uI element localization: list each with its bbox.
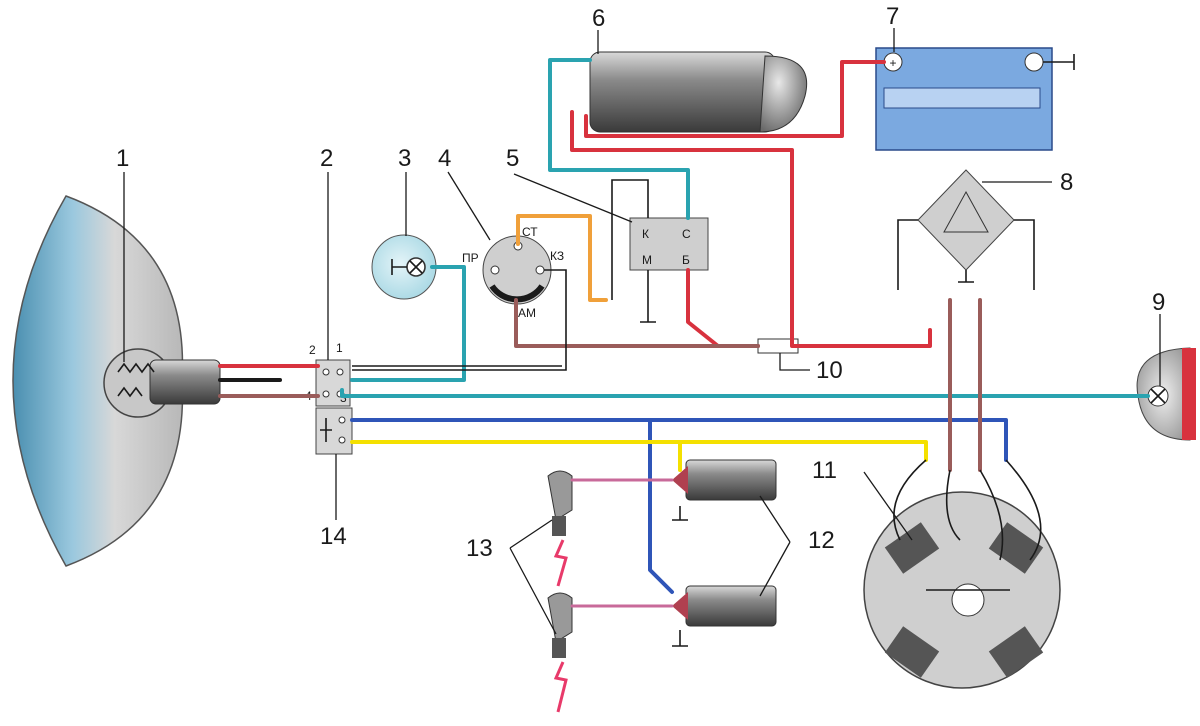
spark-plug-upper bbox=[547, 470, 573, 587]
callout-8: 8 bbox=[1060, 169, 1073, 196]
relay-terminal-b: Б bbox=[682, 253, 690, 267]
callout-14: 14 bbox=[320, 523, 347, 550]
ignition-coil-lower bbox=[672, 585, 777, 627]
callout-9: 9 bbox=[1152, 289, 1165, 316]
spark-plug-lower bbox=[547, 592, 573, 713]
rectifier bbox=[897, 169, 1035, 290]
relay-terminal-c: С bbox=[682, 227, 691, 241]
relay-terminal-m: М bbox=[642, 253, 652, 267]
ammeter-terminal-kz: КЗ bbox=[550, 249, 564, 263]
battery: + bbox=[875, 47, 1075, 151]
ignition-coil-upper bbox=[672, 459, 777, 501]
indicator-lamp bbox=[371, 234, 437, 300]
callout-2: 2 bbox=[320, 145, 333, 172]
callout-3: 3 bbox=[398, 145, 411, 172]
battery-minus-terminal bbox=[1024, 52, 1044, 72]
stator bbox=[863, 491, 1061, 689]
callout-4: 4 bbox=[438, 145, 451, 172]
headlamp bbox=[12, 195, 221, 567]
callout-numbers: 1 2 3 4 5 6 7 8 9 10 11 12 13 14 bbox=[116, 3, 1165, 562]
callout-13: 13 bbox=[466, 535, 493, 562]
wires bbox=[218, 58, 1150, 647]
switch-terminal-1: 1 bbox=[336, 341, 343, 355]
relay-regulator: К С М Б bbox=[629, 217, 709, 323]
callout-6: 6 bbox=[592, 5, 605, 32]
callout-12: 12 bbox=[808, 527, 835, 554]
ammeter-terminal-pr: ПР bbox=[462, 251, 479, 265]
ignition-switch bbox=[315, 407, 353, 455]
ammeter: ПР СТ КЗ АМ bbox=[462, 225, 564, 320]
generator bbox=[589, 51, 807, 133]
callout-5: 5 bbox=[506, 145, 519, 172]
callout-1: 1 bbox=[116, 145, 129, 172]
relay-terminal-k: К bbox=[642, 227, 649, 241]
callout-11: 11 bbox=[812, 457, 837, 484]
ammeter-terminal-am: АМ bbox=[518, 306, 536, 320]
callout-7: 7 bbox=[886, 3, 899, 30]
ammeter-terminal-st: СТ bbox=[522, 225, 538, 239]
callout-leaders bbox=[123, 28, 1161, 635]
battery-plus-label: + bbox=[889, 56, 896, 70]
switch-terminal-2: 2 bbox=[309, 343, 316, 357]
callout-10: 10 bbox=[816, 357, 843, 384]
